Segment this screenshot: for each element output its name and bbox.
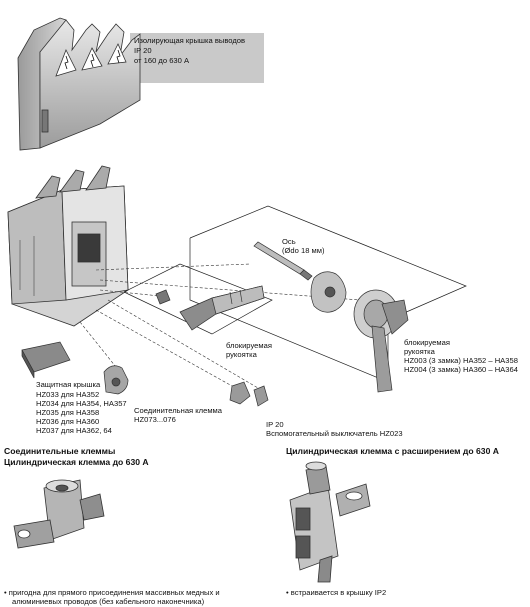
cover-label-line1: Изолирующая крышка выводов	[134, 36, 246, 45]
small-handle-label-line1: блокируемая	[226, 341, 272, 350]
switch-body	[7, 165, 129, 327]
protective-cover-label-line2: HZ033 для HA352	[36, 390, 100, 399]
protective-cover-label-line5: HZ036 для HA360	[36, 417, 100, 426]
cover-label-line3: от 160 до 630 А	[134, 56, 190, 65]
large-lockable-handle	[353, 289, 409, 393]
shaft	[253, 241, 313, 281]
protective-cover-label-line4: HZ035 для HA358	[36, 408, 100, 417]
left-section-title2: Цилиндрическая клемма до 630 А	[4, 457, 149, 467]
connection-terminal-part	[103, 365, 129, 395]
terminal-label-line2: HZ073...076	[134, 415, 176, 424]
auxiliary-switch-parts	[229, 381, 269, 407]
right-bullet: встраивается в крышку IP2	[286, 588, 386, 597]
left-section-title1: Соединительные клеммы	[4, 446, 116, 456]
large-handle-label-line3: HZ003 (3 замка) HA352 – HA358	[404, 356, 518, 365]
cylindrical-terminal	[13, 479, 105, 549]
protective-cover-plate	[21, 341, 71, 379]
shaft-label-line2: (Ødo 18 мм)	[282, 246, 325, 255]
shaft-label-line1: Ось	[282, 237, 296, 246]
large-handle-label-line4: HZ004 (3 замка) HA360 – HA364	[404, 365, 518, 374]
cover-label-line2: IP 20	[134, 46, 152, 55]
aux-switch-label-line2: Вспомогательный выключатель HZ023	[266, 429, 403, 438]
left-bullet-line2: алюминиевых проводов (без кабельного нак…	[12, 597, 205, 606]
assembly-outlines	[123, 205, 467, 383]
handle-flange	[310, 271, 347, 313]
aux-switch-label-line1: IP 20	[266, 420, 284, 429]
right-section-title: Цилиндрическая клемма с расширением до 6…	[286, 446, 499, 456]
small-lockable-handle	[155, 285, 265, 331]
large-handle-label-line1: блокируемая	[404, 338, 450, 347]
insulating-cover	[17, 17, 141, 151]
cylindrical-terminal-extension	[289, 461, 371, 583]
protective-cover-label-line6: HZ037 для HA362, 64	[36, 426, 112, 435]
protective-cover-label-line3: HZ034 для HA354, HA357	[36, 399, 127, 408]
large-handle-label-line2: рукоятка	[404, 347, 435, 356]
left-bullet-line1: пригодна для прямого присоединения масси…	[4, 588, 220, 597]
protective-cover-label-line1: Защитная крышка	[36, 380, 101, 389]
small-handle-label-line2: рукоятка	[226, 350, 257, 359]
cover-label-background	[130, 33, 264, 83]
terminal-label-line1: Соединительная клемма	[134, 406, 222, 415]
